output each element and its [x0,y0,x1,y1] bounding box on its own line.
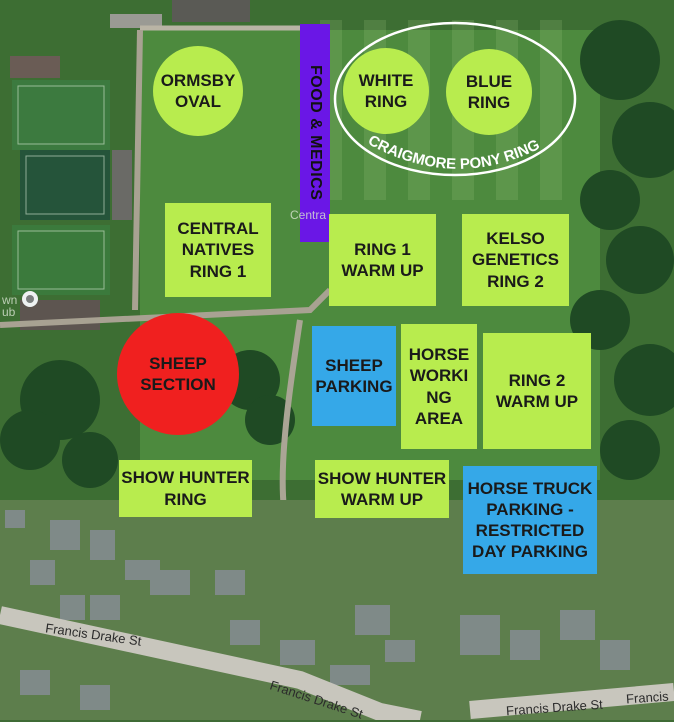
ring-1-warm-up: RING 1 WARM UP [329,214,436,306]
kelso-genetics-ring-2: KELSO GENETICS RING 2 [462,214,569,306]
map-label-centra: Centra [290,208,327,222]
show-hunter-ring: SHOW HUNTER RING [119,460,252,517]
horse-truck-parking: HORSE TRUCK PARKING - RESTRICTED DAY PAR… [463,466,597,574]
central-natives-ring-1: CENTRAL NATIVES RING 1 [165,203,271,297]
food-medics-area: FOOD & MEDICS [300,24,330,242]
horse-working-area: HORSE WORKI NG AREA [401,324,477,449]
sheep-section: SHEEP SECTION [117,313,239,435]
street-label: Francis [625,688,670,707]
white-ring: WHITE RING [343,48,429,134]
ring-2-warm-up: RING 2 WARM UP [483,333,591,449]
blue-ring: BLUE RING [446,49,532,135]
show-hunter-warm-up: SHOW HUNTER WARM UP [315,460,449,518]
sheep-parking: SHEEP PARKING [312,326,396,426]
ormsby-oval: ORMSBY OVAL [153,46,243,136]
map-label-club: wn ub [2,293,18,319]
